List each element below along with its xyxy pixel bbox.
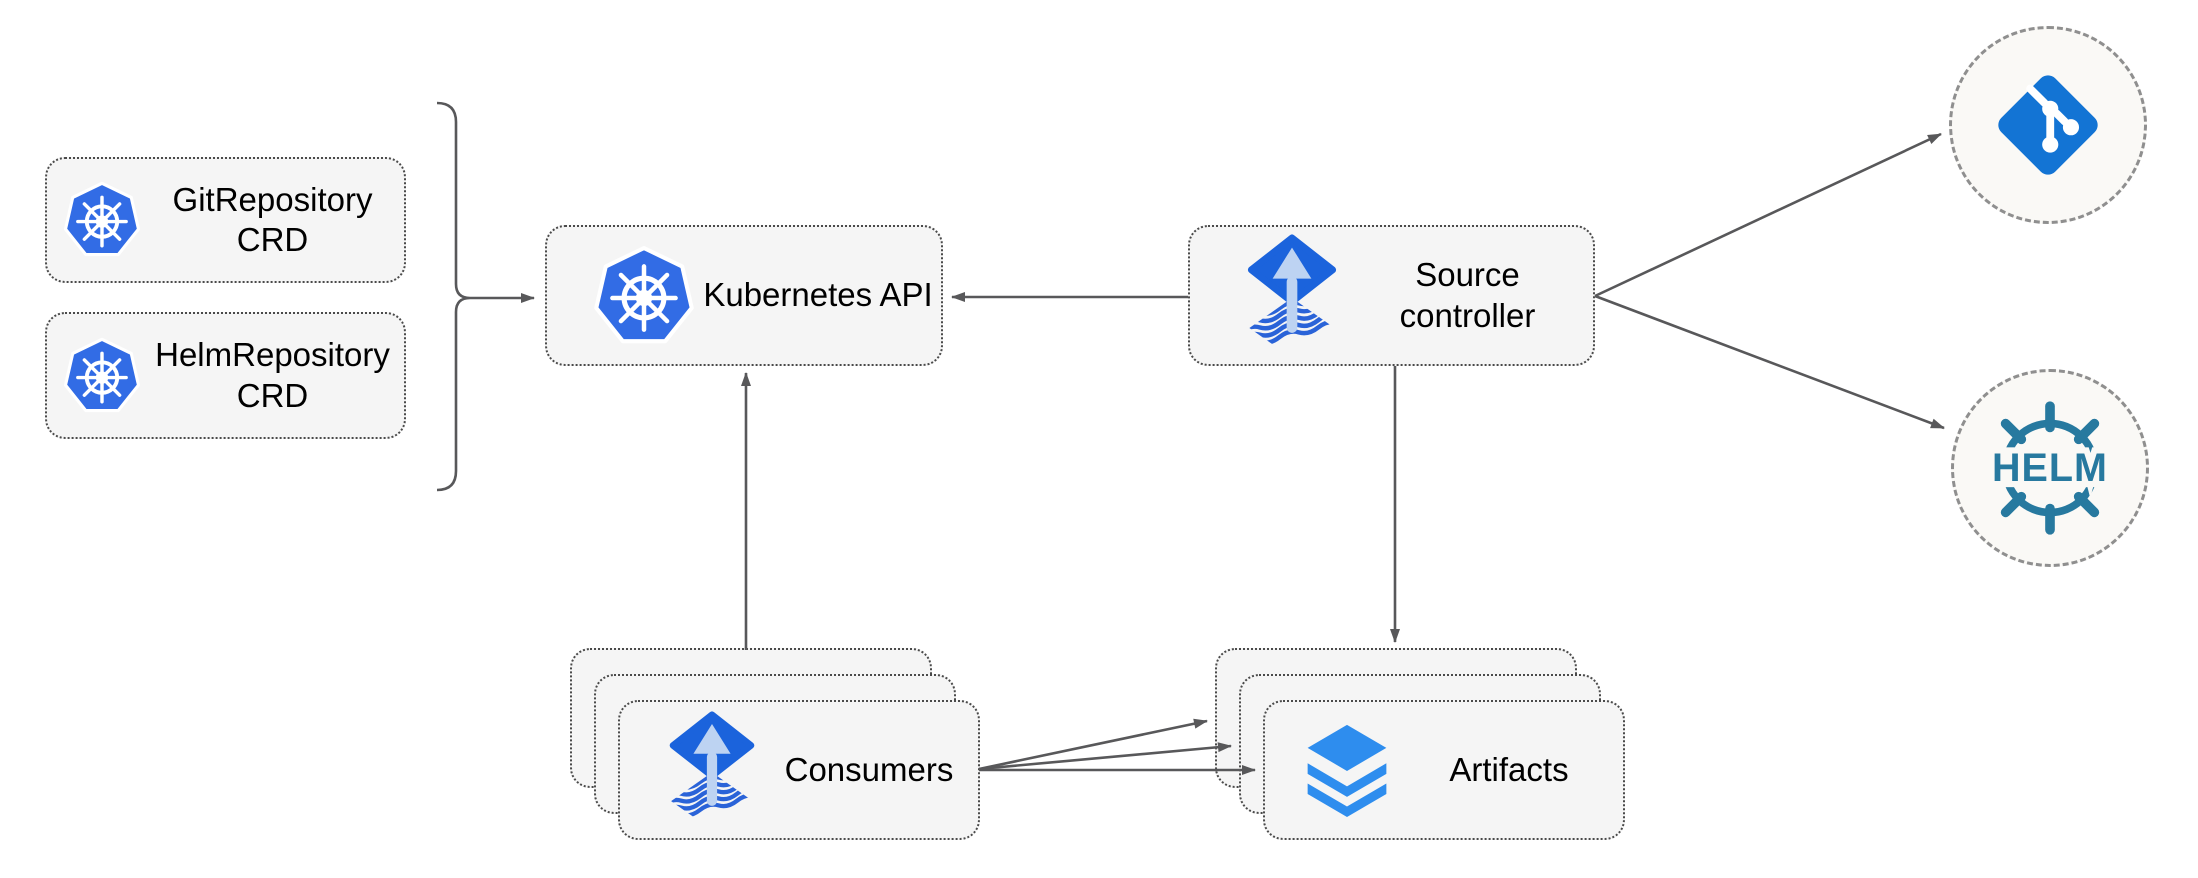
edge-source-controller-to-helm-remote <box>1594 294 1945 430</box>
node-kubernetes-api: Kubernetes API <box>545 225 943 366</box>
crd-group-bracket <box>436 101 471 492</box>
node-git-repository-crd: GitRepository CRD <box>45 157 406 283</box>
endpoint-git-remote <box>1949 26 2147 224</box>
node-label: Consumers <box>784 750 954 788</box>
node-label-wrap: Kubernetes API <box>695 275 941 315</box>
edge-consumers-to-artifacts-middle <box>978 742 1232 771</box>
flux-icon <box>1242 234 1342 358</box>
node-artifacts: Artifacts <box>1263 700 1625 840</box>
node-label: Artifacts <box>1449 750 1569 788</box>
git-icon <box>1998 75 2098 175</box>
node-label-wrap: HelmRepository CRD <box>141 335 404 416</box>
node-label-wrap: Consumers <box>760 750 978 790</box>
helm-wordmark: HELM <box>1992 446 2108 490</box>
endpoint-helm-remote: HELM <box>1951 369 2149 567</box>
helm-wheel-spokes <box>2000 401 2100 535</box>
node-label-wrap: Artifacts <box>1395 750 1623 790</box>
node-label-wrap: Source controller <box>1342 255 1593 336</box>
node-label: Kubernetes API <box>703 276 933 314</box>
kubernetes-icon <box>593 245 695 347</box>
edge-source-controller-to-git-remote <box>1594 132 1942 298</box>
kubernetes-icon <box>63 337 141 415</box>
flux-icon <box>664 711 760 830</box>
node-helm-repository-crd: HelmRepository CRD <box>45 312 406 439</box>
layers-icon <box>1299 721 1395 819</box>
node-label-wrap: GitRepository CRD <box>141 180 404 261</box>
helm-icon: HELM <box>1986 401 2113 535</box>
node-source-controller: Source controller <box>1188 225 1595 366</box>
node-label: GitRepository CRD <box>172 180 373 258</box>
node-label: Source controller <box>1399 256 1536 334</box>
edge-consumers-to-artifacts-back <box>978 718 1208 771</box>
node-consumers: Consumers <box>618 700 980 840</box>
kubernetes-icon <box>63 181 141 259</box>
node-label: HelmRepository CRD <box>155 336 390 414</box>
